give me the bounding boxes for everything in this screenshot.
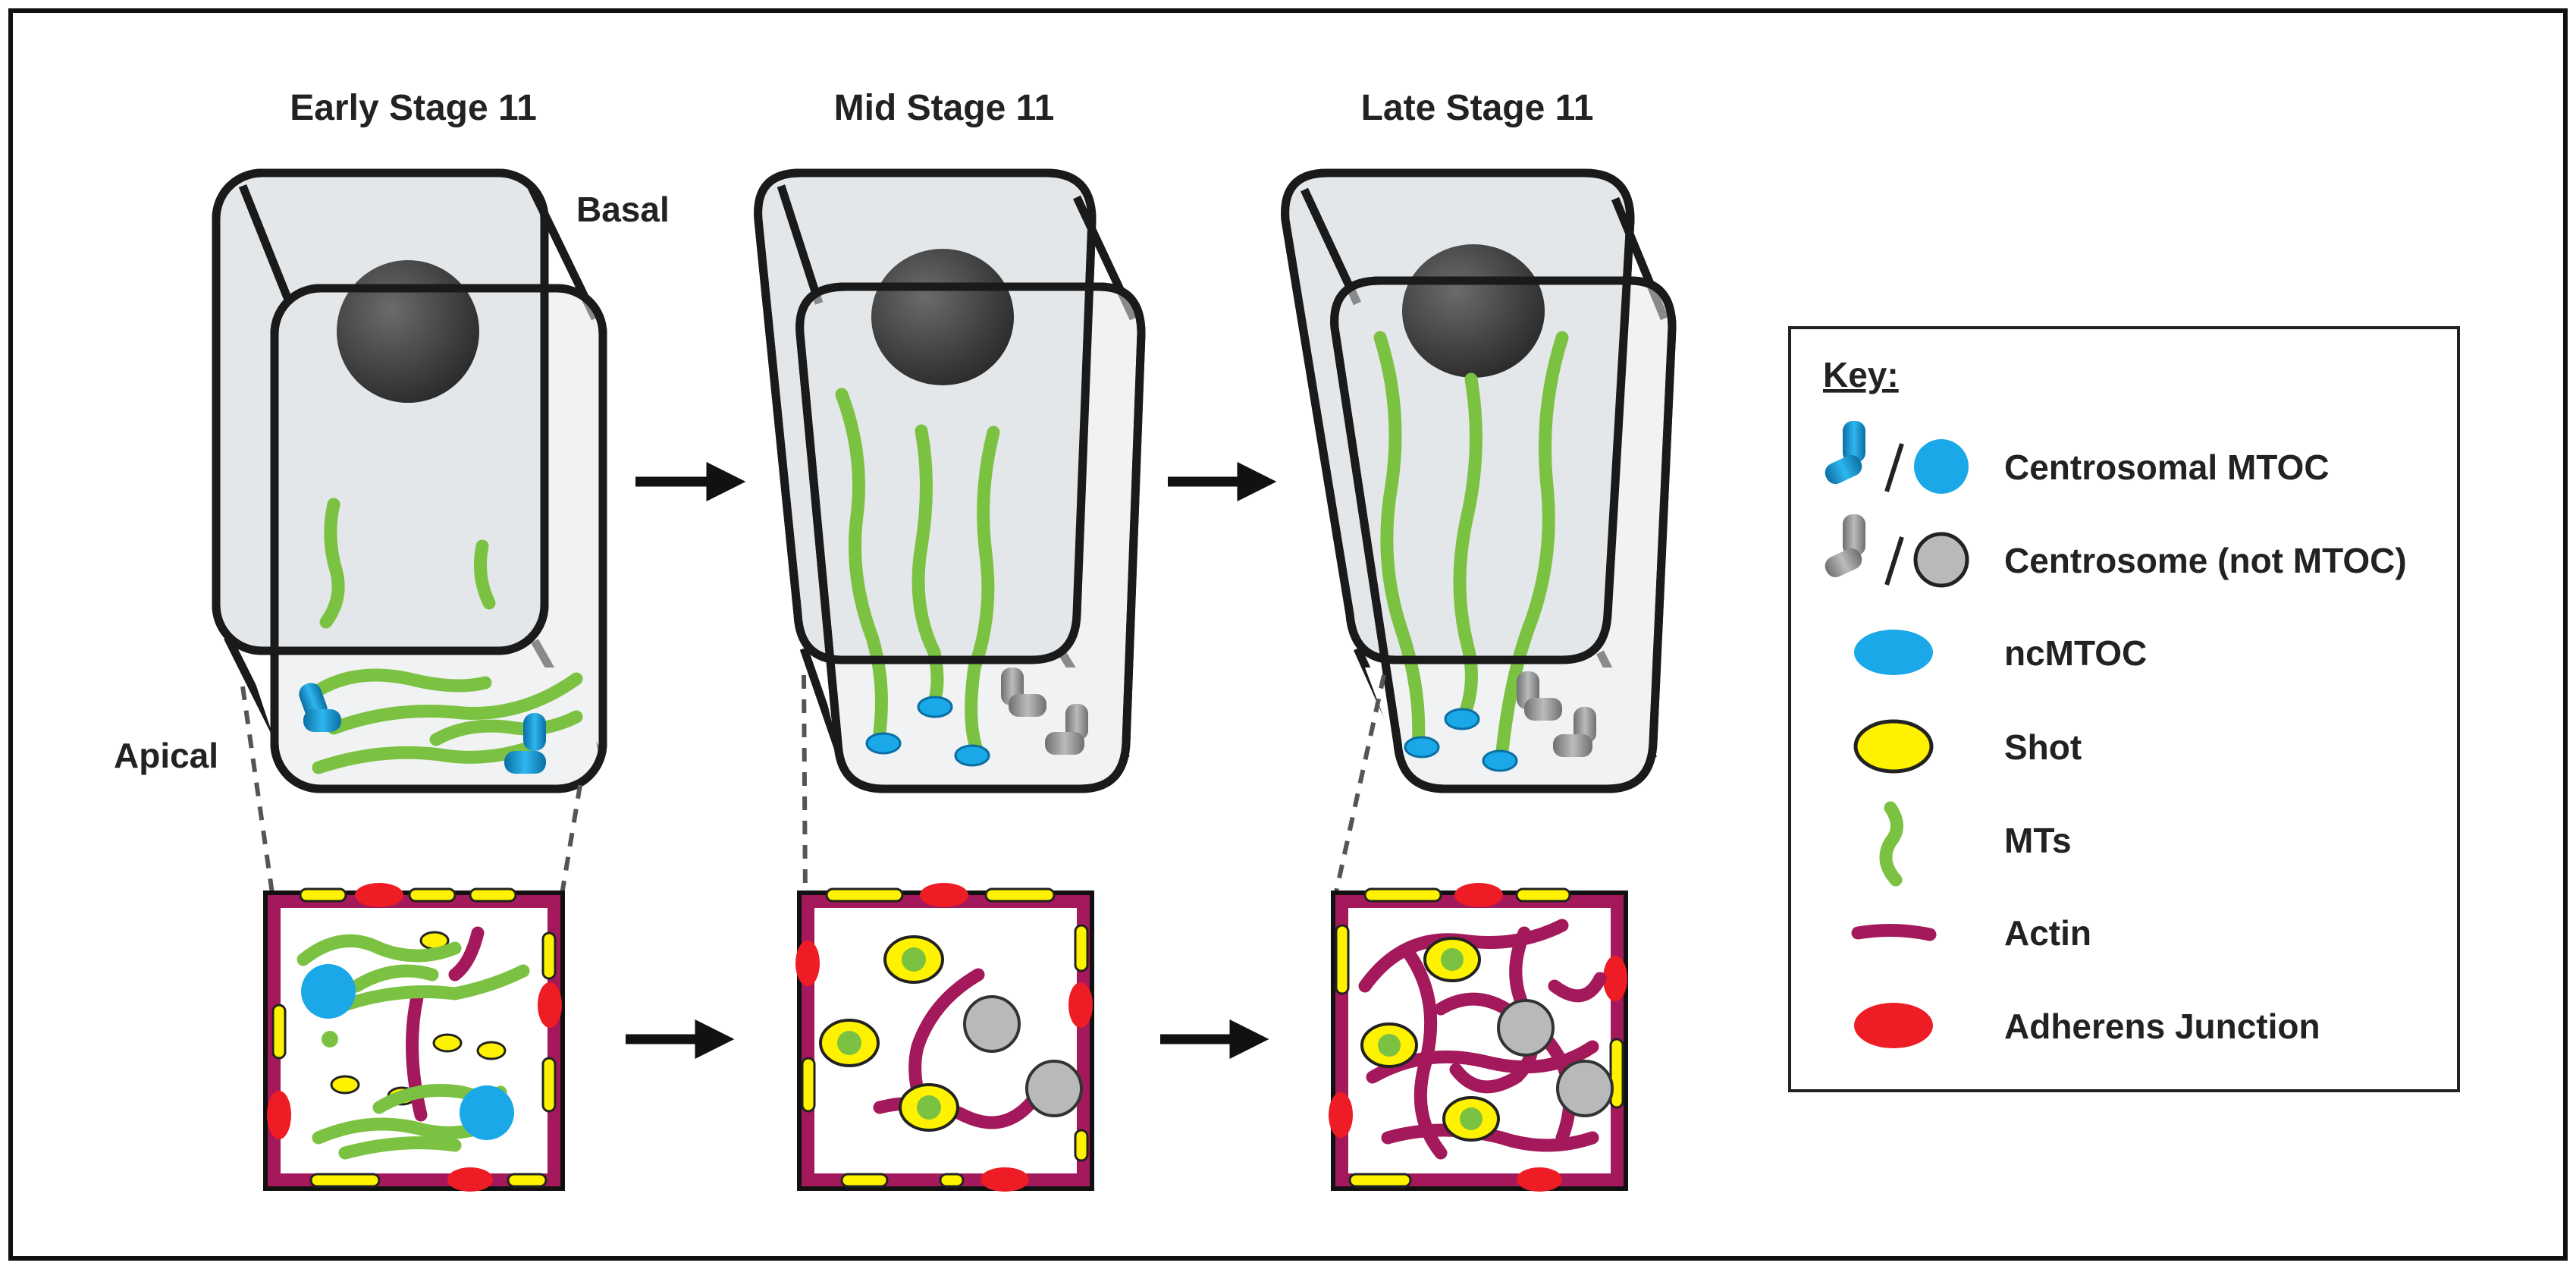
mid-zoom-centrosome-1	[963, 995, 1021, 1053]
late-centrosome-2	[1553, 707, 1596, 757]
mid-ncmtoc-2	[917, 696, 953, 718]
mid-centrosome-2	[1045, 704, 1088, 755]
mid-nucleus	[871, 249, 1014, 385]
early-zoom-mtoc-2	[460, 1085, 514, 1140]
stage-title-early: Early Stage 11	[290, 88, 537, 128]
basal-label: Basal	[576, 190, 670, 229]
mid-apical-zoom	[795, 883, 1094, 1192]
mid-zoom-centrosome-2	[1025, 1060, 1083, 1117]
key-label-centrosome: Centrosome (not MTOC)	[2004, 541, 2407, 580]
late-shot-3	[1442, 1096, 1500, 1142]
mid-stage-cell	[754, 168, 1146, 793]
ncmtoc-icon	[1854, 630, 1933, 675]
late-zoom-centrosome-2	[1556, 1060, 1614, 1117]
early-stage-cell	[212, 168, 607, 793]
centrosome-icon	[1825, 514, 1969, 588]
centrosomal-mtoc-icon	[1825, 421, 1969, 494]
late-apical-zoom	[1329, 883, 1628, 1192]
mid-shot-3	[899, 1083, 959, 1132]
adherens-junction-icon	[1854, 1003, 1933, 1048]
shot-icon	[1853, 719, 1934, 774]
stage-title-mid: Mid Stage 11	[834, 88, 1055, 128]
late-ncmtoc-2	[1444, 708, 1480, 730]
early-zoom-mtoc-1	[301, 964, 356, 1019]
late-shot-2	[1360, 1022, 1418, 1068]
late-nucleus	[1402, 244, 1545, 378]
stage-title-late: Late Stage 11	[1361, 88, 1594, 128]
early-centrosomal-mtoc-1	[299, 683, 341, 732]
apical-label: Apical	[114, 736, 218, 775]
late-shot-1	[1423, 937, 1481, 982]
key-title: Key:	[1823, 355, 1899, 394]
mid-ncmtoc-1	[865, 732, 902, 755]
late-centrosome-1	[1517, 671, 1562, 721]
key-label-mts: MTs	[2004, 821, 2072, 860]
mid-ncmtoc-3	[954, 744, 990, 767]
actin-icon	[1851, 923, 1937, 941]
key-label-ncmtoc: ncMTOC	[2004, 633, 2147, 673]
mid-centrosome-1	[1001, 667, 1046, 717]
early-centrosomal-mtoc-2	[504, 713, 546, 774]
key-label-adherens-junction: Adherens Junction	[2004, 1007, 2320, 1046]
late-ncmtoc-1	[1404, 736, 1440, 759]
mid-shot-1	[883, 935, 944, 984]
late-ncmtoc-3	[1482, 749, 1518, 772]
mid-shot-2	[819, 1019, 880, 1067]
mt-icon	[1879, 801, 1903, 887]
early-nucleus	[337, 260, 479, 403]
key-label-shot: Shot	[2004, 727, 2082, 767]
key-box: Key: Centrosomal MTOC Centrosome (not MT…	[1788, 326, 2460, 1092]
key-label-centrosomal-mtoc: Centrosomal MTOC	[2004, 448, 2330, 487]
late-stage-cell	[1281, 168, 1677, 793]
late-zoom-centrosome-1	[1497, 999, 1555, 1057]
early-apical-zoom	[263, 883, 565, 1192]
key-label-actin: Actin	[2004, 913, 2091, 953]
